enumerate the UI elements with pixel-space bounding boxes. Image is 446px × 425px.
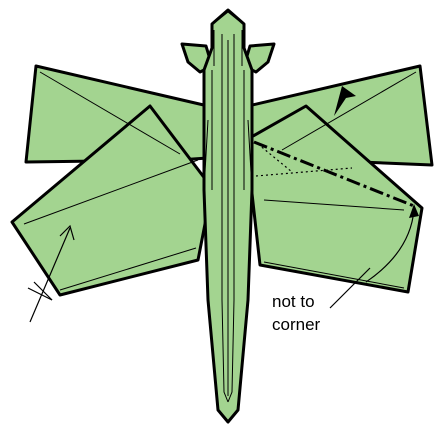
annotation-line-2: corner [272,315,320,335]
annotation-line-1: not to [272,292,315,312]
